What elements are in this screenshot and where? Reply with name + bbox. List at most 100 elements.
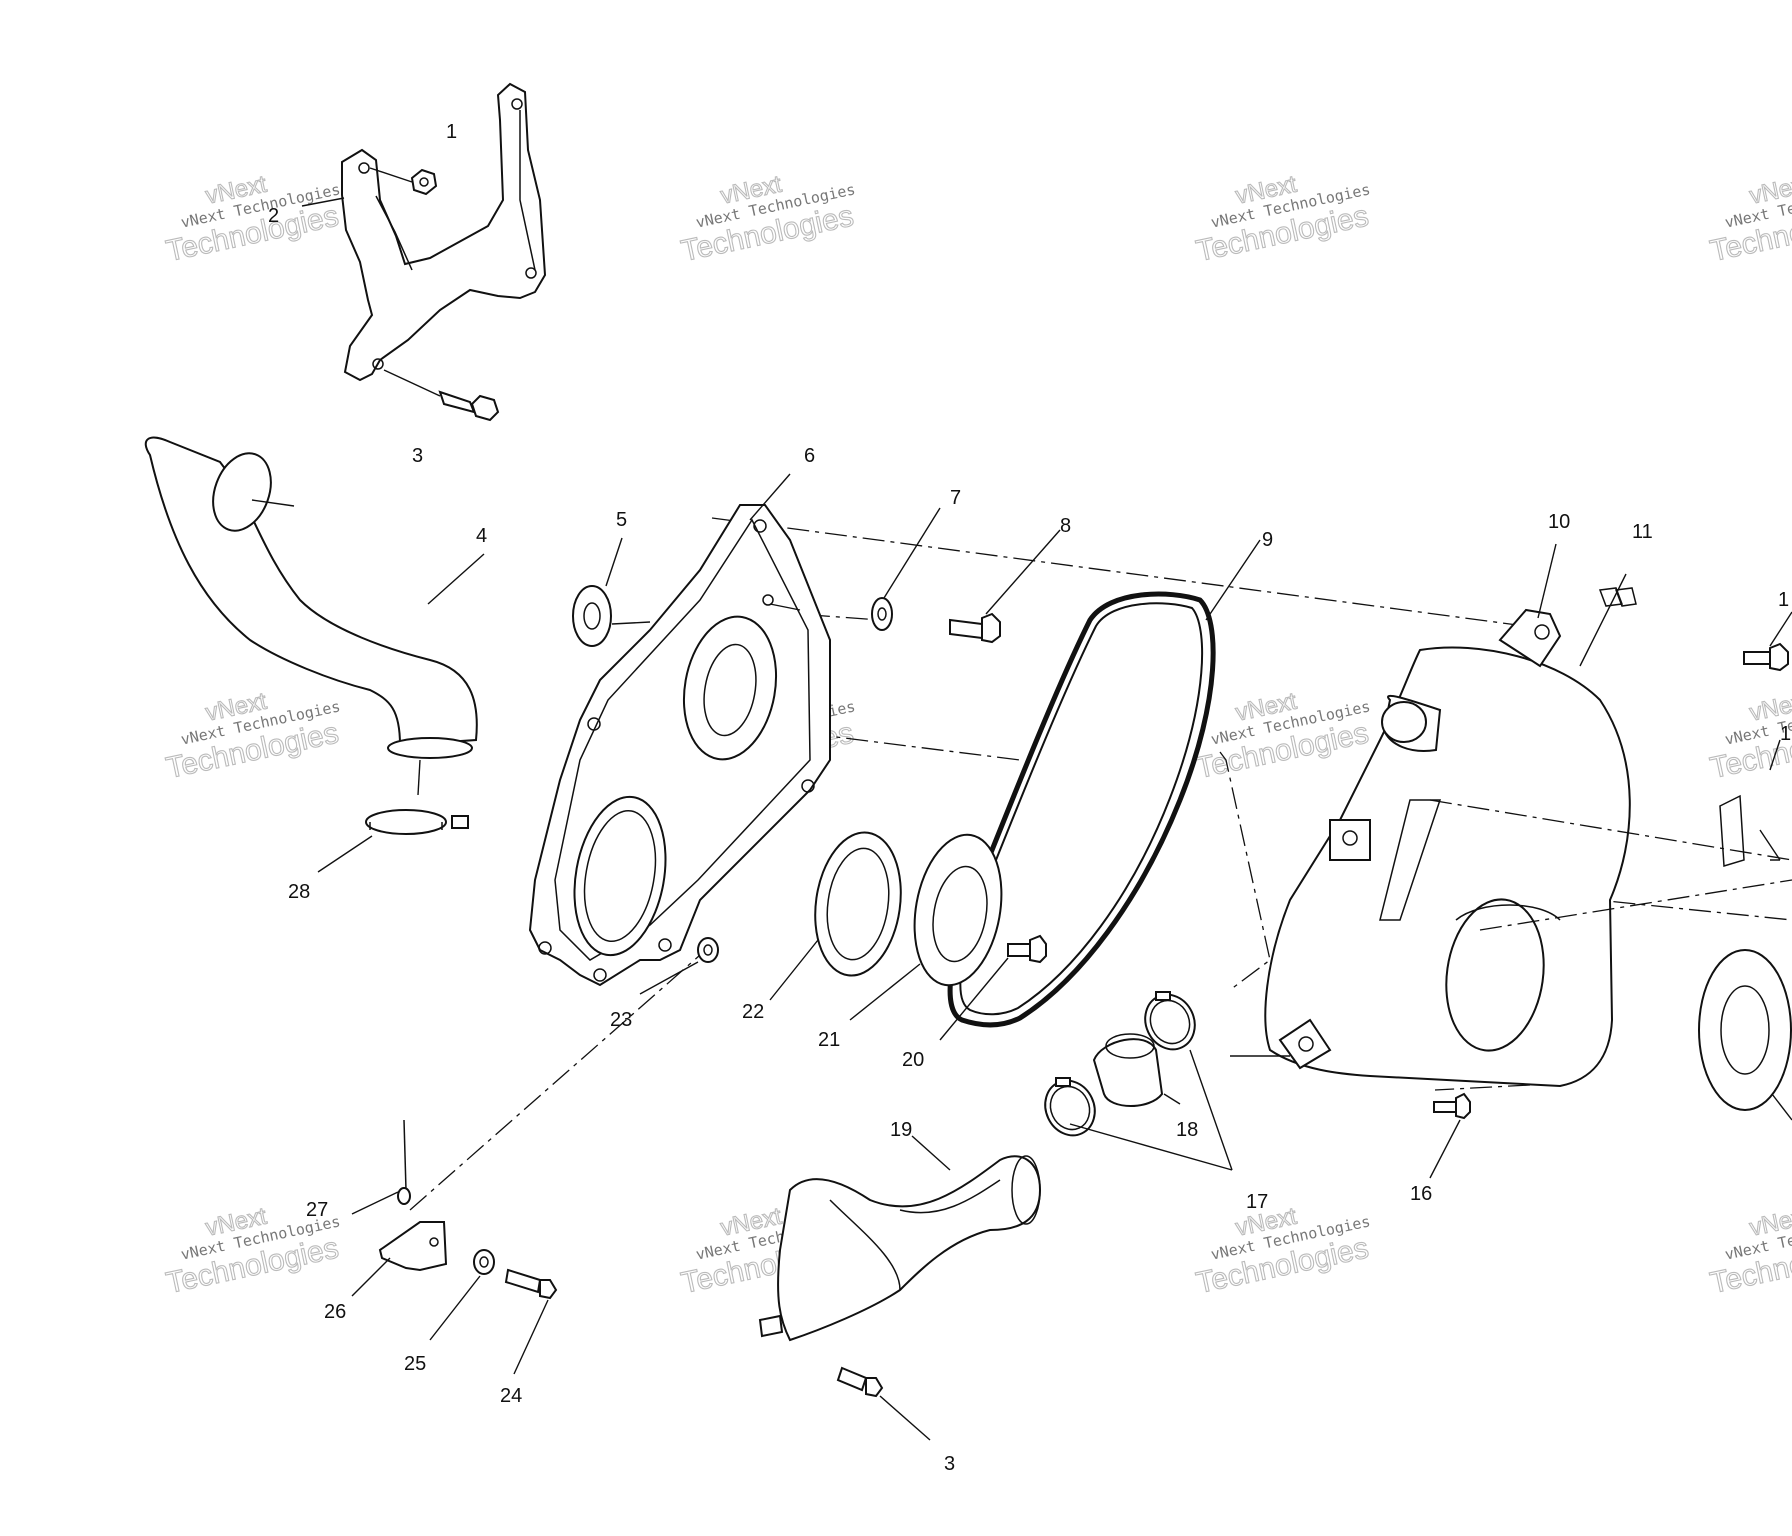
watermark: vNext vNext Technologies Technologies [1707, 1202, 1792, 1301]
seal-outer [814, 831, 902, 977]
coupler-sleeve [1092, 1038, 1164, 1107]
callout-12: 1 [1778, 589, 1789, 611]
duct-edges [829, 1179, 1001, 1291]
decal-part-13 [1719, 739, 1781, 867]
bolt-shank [438, 390, 476, 414]
cover-bolt-hole [801, 779, 815, 793]
leader-line [1759, 829, 1781, 861]
cover-bolt-hole [658, 938, 672, 952]
phantom-line [1479, 879, 1792, 931]
callout-3: 3 [412, 445, 423, 467]
leader-line [1579, 573, 1627, 667]
sensor-bracket-group [351, 1119, 558, 1375]
hose-part-4 [144, 436, 478, 796]
callout-28: 28 [288, 881, 310, 903]
belt-part-9 [947, 539, 1261, 1028]
washer-hole [877, 607, 887, 621]
callout-23: 23 [610, 1009, 632, 1031]
leader-line [883, 507, 941, 599]
phantom-line [1429, 799, 1792, 861]
bracket-hole [525, 267, 537, 279]
inner-cover-part-6 [528, 473, 831, 987]
outer-cover-ear-hole [1534, 624, 1550, 640]
callout-27: 27 [306, 1199, 328, 1221]
callout-21: 21 [818, 1029, 840, 1051]
cover-bolt-hole [593, 968, 607, 982]
belt-inner [959, 602, 1204, 1016]
cover-bolt-hole [538, 941, 552, 955]
leader-line [1537, 543, 1557, 619]
bolt-shank [1433, 1101, 1457, 1113]
hose-clamp-screw [1055, 1077, 1071, 1087]
belt-outer [947, 591, 1216, 1028]
nut-bore [419, 177, 429, 187]
bolt-head-part-24 [539, 1279, 558, 1300]
outer-cover-lug-hole [1342, 830, 1358, 846]
coupler-clamps-part-17-18 [1044, 991, 1233, 1171]
bolt-shank [836, 1366, 868, 1392]
hose-clamp-inner [1049, 1085, 1091, 1131]
leader-line [317, 835, 373, 873]
callout-10: 10 [1548, 511, 1570, 533]
leader-line [1769, 611, 1792, 647]
leader-line [639, 961, 699, 995]
washer-hole [479, 1256, 489, 1268]
leader-line [383, 369, 441, 397]
leader-line [427, 553, 485, 605]
callout-22: 22 [742, 1001, 764, 1023]
outer-cover-dome-edge [1455, 904, 1561, 921]
leader-line [1429, 1119, 1461, 1179]
hose-clamp-inner [1149, 999, 1191, 1045]
washer [871, 597, 893, 631]
cover-bolt-hole [753, 519, 767, 533]
phantom-line [711, 517, 1541, 629]
leader-line [417, 759, 421, 796]
pulley-part-21 [849, 833, 1003, 1021]
watermark: vNext vNext Technologies Technologies [678, 170, 857, 269]
bracket-hole [429, 1237, 439, 1247]
nut [410, 168, 438, 196]
leader-line [251, 499, 295, 507]
bolt-part-16 [1429, 1092, 1471, 1179]
cover-plate-rim [554, 518, 811, 961]
callout-8: 8 [1060, 515, 1071, 537]
pulley-flange [913, 833, 1003, 987]
outer-cover-ear [1498, 608, 1562, 668]
seal-inner [826, 847, 890, 961]
outer-cover-part-10 [1230, 543, 1792, 1088]
callout-6: 6 [804, 445, 815, 467]
bolt-shank [1007, 943, 1031, 957]
washer [572, 585, 612, 647]
callout-13: 1 [1780, 723, 1791, 745]
outer-cover-lug-hole [1298, 1036, 1314, 1052]
callout-labels: 1 2 3 4 5 6 7 8 9 10 11 1 1 16 17 18 19 … [268, 121, 1791, 1475]
washer [697, 937, 719, 963]
washer-part-25 [473, 1249, 495, 1275]
duct-tab [758, 1314, 784, 1338]
phantom-line [1434, 1084, 1531, 1091]
leader-line [985, 529, 1061, 615]
decal-strip [1719, 794, 1745, 867]
hose-end-cuff [387, 737, 473, 759]
leader-line [769, 603, 801, 611]
bracket-hole [358, 162, 370, 174]
callout-5: 5 [616, 509, 627, 531]
bolt-head [1029, 934, 1047, 964]
bolt-part-3-top [383, 369, 500, 422]
sensor-wire-part-27 [403, 1119, 407, 1191]
bolt-head [1455, 1092, 1471, 1120]
nut-part-1 [369, 167, 438, 196]
watermark: vNext vNext Technologies Technologies [1193, 687, 1372, 786]
bolt-part-8 [949, 529, 1061, 644]
bolt-shank [1743, 651, 1771, 665]
washer-hole [583, 602, 601, 630]
bolt-shank-part-24 [504, 1268, 542, 1294]
callout-25: 25 [404, 1353, 426, 1375]
washer-hole [703, 944, 713, 956]
callout-11: 11 [1632, 521, 1653, 543]
leader-line [513, 1299, 549, 1375]
bolt-part-3-bottom [836, 1366, 931, 1441]
watermark: vNext vNext Technologies Technologies [163, 687, 342, 786]
leader-line [1769, 739, 1781, 771]
